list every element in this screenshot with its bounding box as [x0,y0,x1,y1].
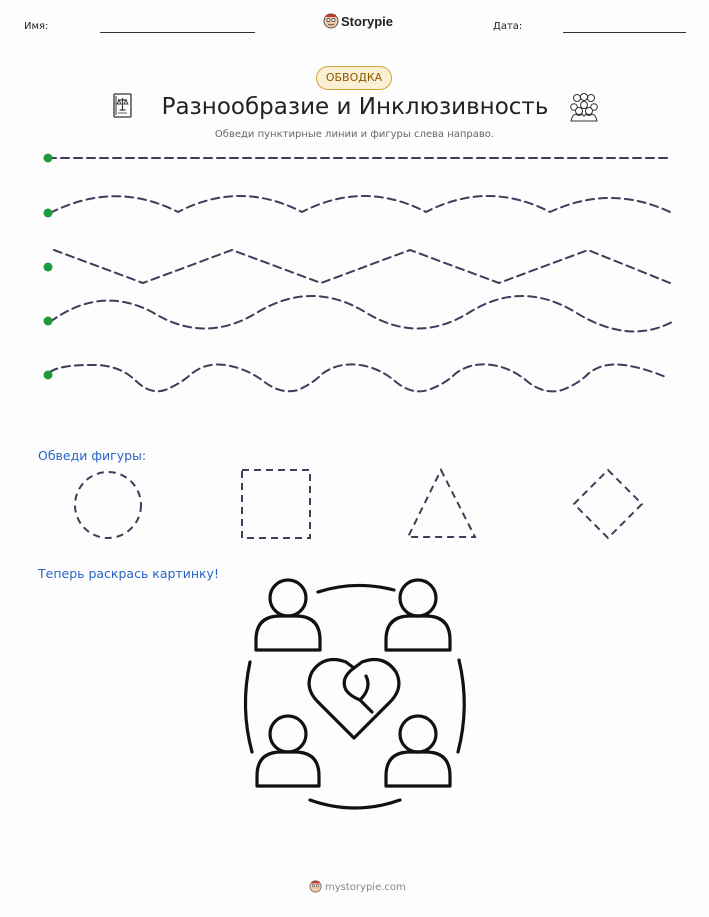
person-icon [384,714,452,788]
puzzle-heart-icon [307,658,401,740]
dashed-circle [74,471,142,539]
date-line[interactable] [563,32,686,33]
start-dot [43,262,53,272]
storypie-logo-icon [323,13,339,29]
storypie-footer-logo-icon [309,880,322,893]
brand-name: Storypie [341,14,394,29]
circle-arc [243,660,254,754]
person-icon [384,578,452,652]
tracing-line-bumps [49,363,669,393]
start-dot [43,316,53,326]
person-icon [254,578,322,652]
start-dot [43,153,53,163]
circle-arc [316,583,396,594]
instructions: Обведи пунктирные линии и фигуры слева н… [214,129,495,140]
page-title: Разнообразие и Инклюзивность [161,94,549,120]
name-label: Имя: [24,21,49,32]
date-label: Дата: [493,21,523,32]
start-dot [43,370,53,380]
scales-book-icon [112,93,134,119]
circle-arc [308,798,402,810]
shapes-section-title: Обведи фигуры: [38,448,147,463]
name-line[interactable] [100,32,255,33]
tracing-line-big-wave [49,295,673,333]
circle-arc [456,658,466,754]
tracing-line-wave [49,195,671,214]
dashed-diamond [572,468,644,540]
tracing-badge: ОБВОДКА [316,66,392,90]
tracing-line-zigzag [53,248,671,285]
people-group-icon [568,92,600,122]
person-icon [255,714,321,788]
dashed-triangle [406,467,477,538]
coloring-section-title: Теперь раскрась картинку! [38,566,219,581]
footer-site[interactable]: mystorypie.com [325,882,406,893]
start-dot [43,208,53,218]
dashed-square [241,469,311,539]
